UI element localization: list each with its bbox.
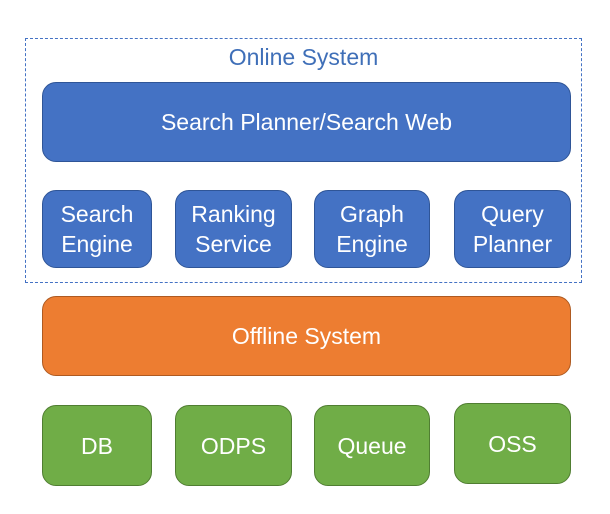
offline-system-label: Offline System bbox=[231, 323, 382, 349]
graph-engine-label: Graph Engine bbox=[336, 201, 408, 257]
queue-label: Queue bbox=[337, 432, 407, 459]
offline-system-box: Offline System bbox=[42, 296, 571, 376]
db-box: DB bbox=[42, 405, 152, 486]
db-label: DB bbox=[81, 432, 113, 459]
online-system-title: Online System bbox=[228, 44, 379, 70]
search-engine-label: Search Engine bbox=[60, 201, 134, 257]
odps-label: ODPS bbox=[200, 432, 267, 459]
oss-label: OSS bbox=[488, 430, 537, 457]
search-planner-label: Search Planner/Search Web bbox=[160, 109, 453, 135]
query-planner-box: Query Planner bbox=[454, 190, 571, 268]
queue-box: Queue bbox=[314, 405, 430, 486]
oss-box: OSS bbox=[454, 403, 571, 484]
search-engine-box: Search Engine bbox=[42, 190, 152, 268]
ranking-service-label: Ranking Service bbox=[191, 201, 276, 257]
search-planner-box: Search Planner/Search Web bbox=[42, 82, 571, 162]
online-system-container bbox=[25, 38, 582, 283]
ranking-service-box: Ranking Service bbox=[175, 190, 292, 268]
graph-engine-box: Graph Engine bbox=[314, 190, 430, 268]
odps-box: ODPS bbox=[175, 405, 292, 486]
query-planner-label: Query Planner bbox=[472, 201, 553, 257]
